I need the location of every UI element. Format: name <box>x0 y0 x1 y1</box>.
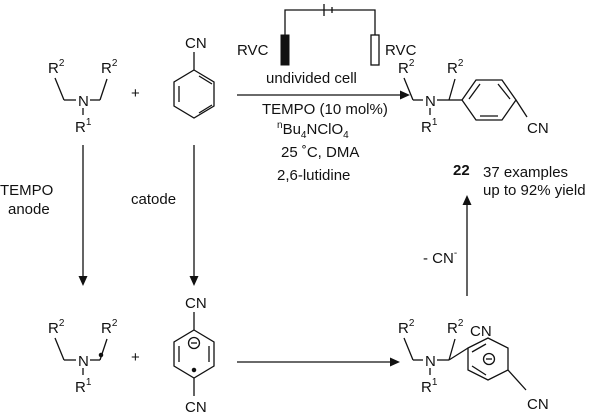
r1-label: R1 <box>421 117 438 136</box>
aminoalkyl-radical: R2 R2 N R1 <box>48 318 118 396</box>
catalyst: TEMPO (10 mol%) <box>262 101 388 118</box>
arrowhead <box>390 357 400 367</box>
radical-dot <box>98 352 104 358</box>
minus-charge-icon <box>482 352 496 366</box>
reactant-benzonitrile: CN <box>173 35 215 119</box>
r2-left-label: R2 <box>48 318 65 337</box>
left-arrow-label-2: anode <box>8 201 50 218</box>
electrolyte: nBu4NClO4 <box>277 120 349 141</box>
radical-dot <box>191 367 197 373</box>
r2-left-label: R2 <box>398 318 415 337</box>
temperature-solvent: 25 ˚C, DMA <box>281 144 359 161</box>
bond <box>99 78 108 101</box>
r2-right-label: R2 <box>101 58 118 77</box>
double-bond <box>497 83 511 100</box>
bond <box>448 78 456 101</box>
benzene-ring <box>173 69 215 119</box>
cn-bottom-label: CN <box>185 399 207 415</box>
bond <box>54 77 65 101</box>
cn-top-label: CN <box>185 295 207 312</box>
circuit-wire <box>284 9 376 35</box>
bond <box>403 337 414 361</box>
electrode-left-label: RVC <box>237 42 269 59</box>
r2-right-label: R2 <box>447 318 464 337</box>
r2-left-label: R2 <box>48 58 65 77</box>
bond <box>54 337 65 361</box>
double-bond <box>471 343 487 353</box>
bond <box>403 77 414 101</box>
arrowhead <box>400 90 410 100</box>
electrode-right-label: RVC <box>385 42 417 59</box>
arrowhead <box>78 276 88 286</box>
middle-arrow-label: catode <box>131 191 176 208</box>
double-bond <box>471 365 487 376</box>
r2-left-label: R2 <box>398 58 415 77</box>
r1-label: R1 <box>421 377 438 396</box>
r1-label: R1 <box>75 117 92 136</box>
cell-type: undivided cell <box>266 70 357 87</box>
r2-right-label: R2 <box>447 58 464 77</box>
compound-number: 22 <box>453 162 470 179</box>
r2-right-label: R2 <box>101 318 118 337</box>
benzonitrile-radical-anion: CN CN <box>173 295 215 415</box>
right-arrow-label: - CN- <box>423 248 457 267</box>
bond <box>507 369 527 391</box>
minus-charge-icon <box>187 336 201 350</box>
benzene-ring <box>461 79 517 121</box>
double-bond <box>198 75 213 85</box>
bond <box>448 338 456 361</box>
cn-label: CN <box>185 35 207 52</box>
anode-electrode <box>280 34 290 66</box>
yield-range: up to 92% yield <box>483 182 586 199</box>
cn-label: CN <box>527 120 549 137</box>
electrochemical-cell: RVC RVC <box>237 4 417 66</box>
product-22: R2 R2 N R1 CN 22 37 examples up to 92% y… <box>398 58 586 199</box>
coupling-adduct: R2 R2 N R1 CN CN <box>398 318 549 413</box>
examples-count: 37 examples <box>483 164 568 181</box>
left-arrow-label-1: TEMPO <box>0 182 53 199</box>
bond <box>448 347 469 361</box>
double-bond <box>468 83 481 100</box>
reaction-conditions: TEMPO (10 mol%) nBu4NClO4 25 ˚C, DMA 2,6… <box>262 101 388 184</box>
plus-sign: + <box>131 85 140 102</box>
reactant-amine: R2 R2 N R1 <box>48 58 118 136</box>
bond <box>515 99 528 118</box>
plus-sign: + <box>131 349 140 366</box>
cn-top-label: CN <box>470 323 492 340</box>
arrowhead <box>189 276 199 286</box>
base: 2,6-lutidine <box>277 167 350 184</box>
cathode-electrode <box>370 34 380 66</box>
r1-label: R1 <box>75 377 92 396</box>
n-atom: N <box>425 353 436 370</box>
n-atom: N <box>425 93 436 110</box>
n-atom: N <box>78 353 89 370</box>
arrowhead <box>462 195 472 205</box>
n-atom: N <box>78 93 89 110</box>
cn-bottom-label: CN <box>527 396 549 413</box>
double-bond <box>198 104 213 114</box>
